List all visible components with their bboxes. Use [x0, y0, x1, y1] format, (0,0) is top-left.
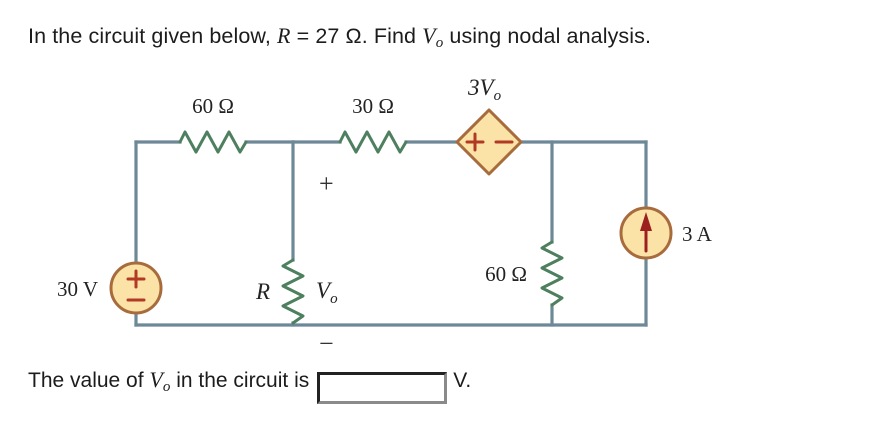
source-3vo-sub: o	[494, 88, 502, 104]
source-3vo: 3Vo	[455, 75, 523, 176]
resistor-R: R + Vo −	[255, 169, 338, 355]
resistor-60-top: 60 Ω	[178, 94, 248, 154]
question-resistor-symbol: R	[277, 23, 291, 48]
resistor-R-label: R	[255, 279, 270, 304]
resistor-60-right-zigzag	[540, 240, 564, 307]
source-3vo-plus-icon	[465, 132, 485, 152]
resistor-60-right-label: 60 Ω	[485, 262, 527, 286]
circuit-diagram: 60 Ω 30 Ω 30 V R + Vo −	[57, 75, 713, 355]
resistor-R-minus-sign: −	[319, 329, 334, 355]
source-3a: 3 A	[619, 206, 713, 260]
answer-input[interactable]	[317, 372, 448, 404]
resistor-R-voltage-sub: o	[330, 291, 338, 307]
question-suffix: using nodal analysis.	[443, 24, 652, 48]
resistor-R-voltage-label: Vo	[316, 278, 338, 307]
answer-prompt: The value of Vo in the circuit is V.	[28, 365, 471, 404]
resistor-R-zigzag	[281, 258, 305, 325]
source-3a-arrow-icon	[640, 212, 652, 253]
circuit-wires	[134, 140, 648, 327]
source-3vo-body	[455, 108, 523, 176]
question-target-var: V	[422, 23, 436, 48]
resistor-60-right: 60 Ω	[485, 240, 564, 307]
source-30v: 30 V	[57, 261, 163, 315]
resistor-30-top-zigzag	[338, 130, 408, 154]
source-3vo-coefficient: 3	[467, 75, 480, 100]
resistor-30-top: 30 Ω	[338, 94, 408, 154]
answer-prefix: The value of	[28, 369, 150, 392]
source-30v-label: 30 V	[57, 277, 98, 301]
answer-sub: o	[162, 379, 171, 395]
page-title: In the circuit given below, R = 27 Ω. Fi…	[28, 22, 651, 57]
answer-middle: in the circuit is	[170, 369, 310, 392]
resistor-60-top-label: 60 Ω	[192, 94, 234, 118]
question-target-subscript: o	[435, 35, 444, 51]
resistor-60-top-zigzag	[178, 130, 248, 154]
source-3vo-label: 3Vo	[467, 75, 502, 104]
source-3vo-var: V	[480, 75, 497, 100]
source-3a-label: 3 A	[682, 222, 713, 246]
resistor-30-top-label: 30 Ω	[352, 94, 394, 118]
question-resistor-value: = 27 Ω. Find	[290, 24, 423, 48]
resistor-R-plus-sign: +	[319, 169, 334, 198]
resistor-R-voltage-var: V	[316, 278, 333, 303]
answer-unit: V.	[453, 369, 472, 392]
answer-var: V	[149, 367, 163, 392]
source-30v-plus-icon	[126, 269, 146, 289]
question-prefix: In the circuit given below,	[28, 24, 277, 48]
